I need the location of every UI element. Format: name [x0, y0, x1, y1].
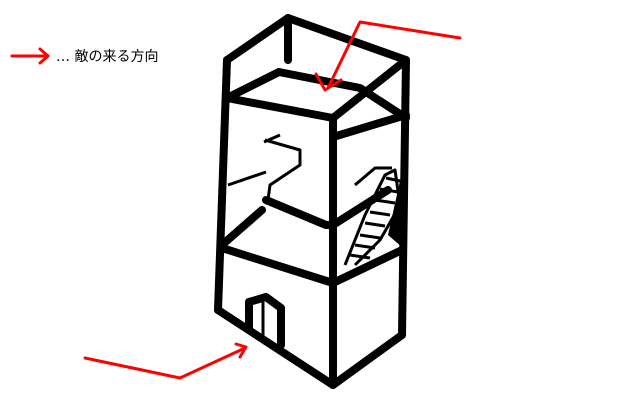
enemy-direction-arrows	[83, 20, 462, 380]
staircase	[343, 168, 402, 267]
top-arrow-head	[314, 72, 343, 92]
legend: … 敵の来る方向	[10, 46, 158, 66]
legend-label: … 敵の来る方向	[56, 49, 159, 65]
stair-shadow	[388, 172, 403, 248]
tower-base	[214, 306, 406, 389]
middle-floor	[262, 186, 392, 229]
interior-details	[227, 133, 403, 340]
bottom-arrow-head	[234, 342, 248, 359]
lower-floor	[218, 206, 266, 249]
bottom-arrow-line	[83, 346, 247, 380]
tower-right-edge	[398, 56, 410, 339]
upper-platform	[264, 138, 302, 201]
red-arrow-icon	[10, 47, 50, 65]
tower-door	[245, 293, 285, 349]
top-arrow-line	[326, 20, 462, 90]
